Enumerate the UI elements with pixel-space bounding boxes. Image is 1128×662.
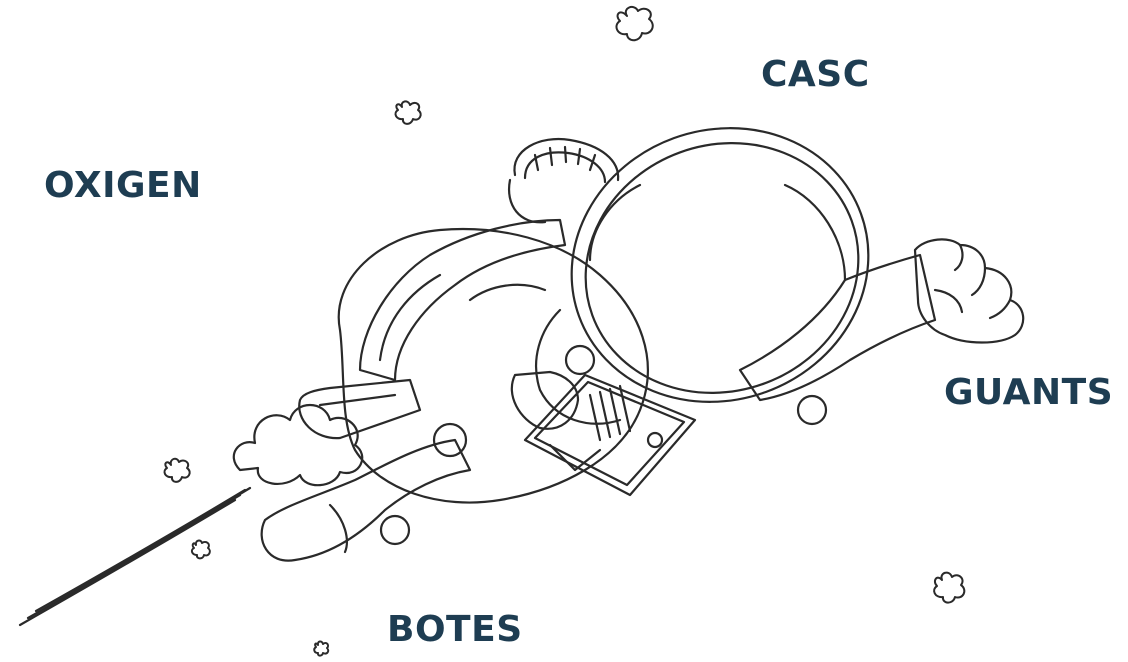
- label-casc: CASC: [761, 54, 870, 95]
- chest-pack: [523, 373, 697, 497]
- fist: [913, 238, 1025, 344]
- exhaust-cloud: [232, 404, 364, 487]
- backpack-vent: [507, 137, 620, 224]
- front-leg: [298, 378, 422, 440]
- helmet: [570, 127, 870, 403]
- torso: [337, 227, 649, 504]
- label-oxigen: OXIGEN: [44, 165, 202, 206]
- star-puff-icon: [933, 571, 966, 604]
- star-puff-icon: [190, 539, 211, 560]
- back-leg: [260, 438, 472, 562]
- star-puff-icon: [313, 640, 330, 657]
- holding-glove: [510, 370, 580, 430]
- label-botes: BOTES: [387, 609, 523, 650]
- back-arm: [358, 218, 567, 382]
- star-puff-icon: [615, 5, 654, 42]
- jet-trail: [18, 486, 252, 627]
- front-arm: [738, 253, 937, 402]
- star-puff-icon: [163, 457, 191, 483]
- label-guants: GUANTS: [944, 372, 1114, 413]
- star-puff-icon: [394, 100, 422, 125]
